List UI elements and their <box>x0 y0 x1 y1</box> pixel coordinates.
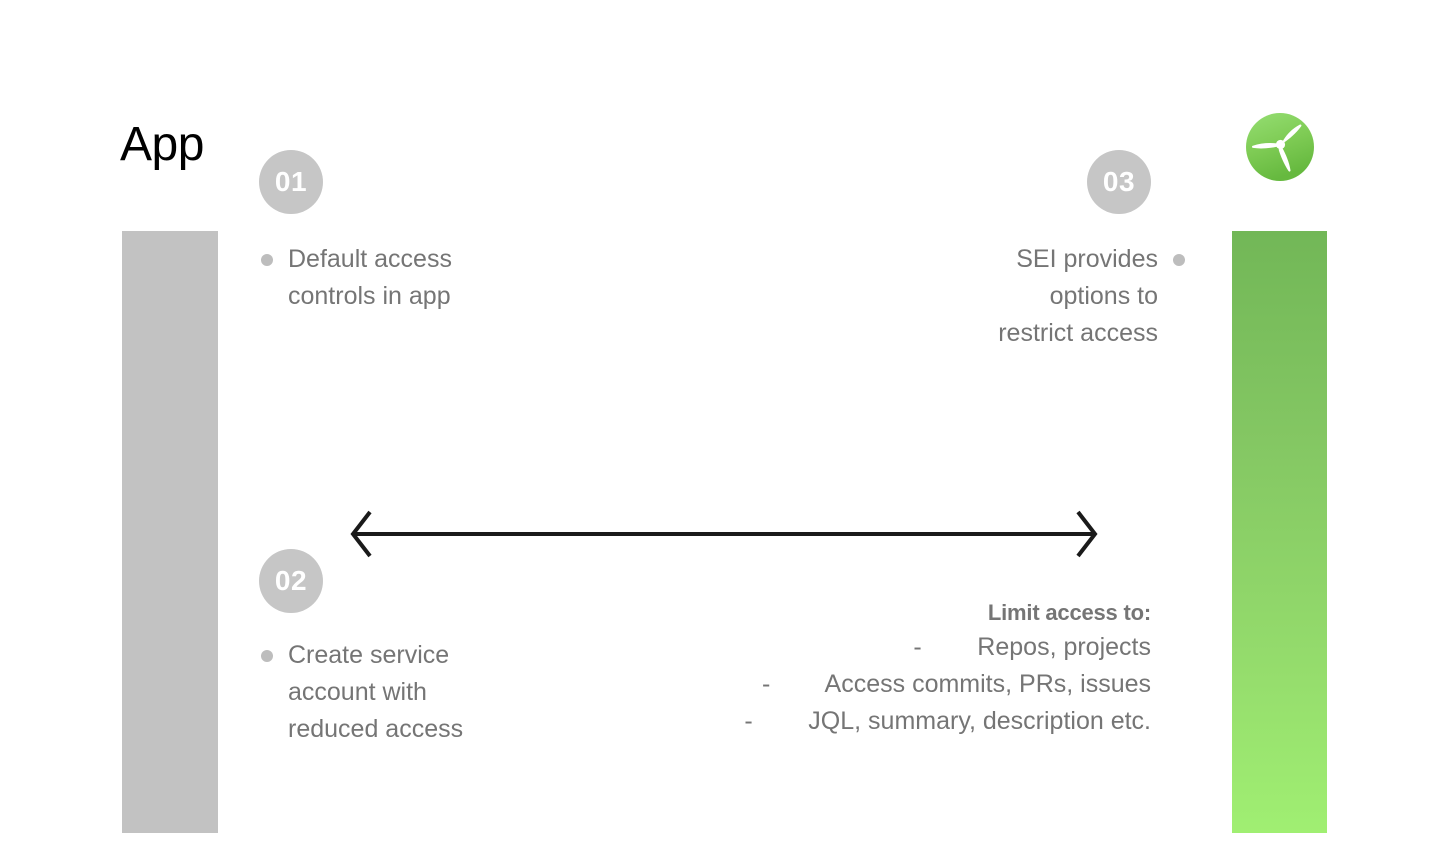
limit-access-item: - Repos, projects <box>913 633 1151 661</box>
step-text-02: Create service account with reduced acce… <box>261 637 521 748</box>
step-text-01: Default access controls in app <box>261 241 521 315</box>
bullet-dot-icon <box>1173 254 1185 266</box>
step-text-03: SEI provides options to restrict access <box>893 241 1185 352</box>
bullet-dot-icon <box>261 650 273 662</box>
step-text-02-label: Create service account with reduced acce… <box>288 641 464 743</box>
bidirectional-arrow <box>348 503 1100 565</box>
right-green-bar <box>1232 231 1327 833</box>
step-text-03-label: SEI provides options to restrict access <box>998 245 1158 347</box>
limit-access-item: - JQL, summary, description etc. <box>744 707 1151 735</box>
step-text-01-label: Default access controls in app <box>288 245 452 310</box>
limit-access-item: - Access commits, PRs, issues <box>762 670 1151 698</box>
page-title: App <box>120 118 204 171</box>
propeller-logo <box>1245 112 1315 182</box>
left-gray-bar <box>122 231 218 833</box>
bullet-dot-icon <box>261 254 273 266</box>
limit-access-block: Limit access to: - Repos, projects - Acc… <box>601 596 1151 740</box>
limit-access-title: Limit access to: <box>987 600 1151 625</box>
step-badge-03: 03 <box>1087 150 1151 214</box>
step-badge-01: 01 <box>259 150 323 214</box>
step-badge-02: 02 <box>259 549 323 613</box>
